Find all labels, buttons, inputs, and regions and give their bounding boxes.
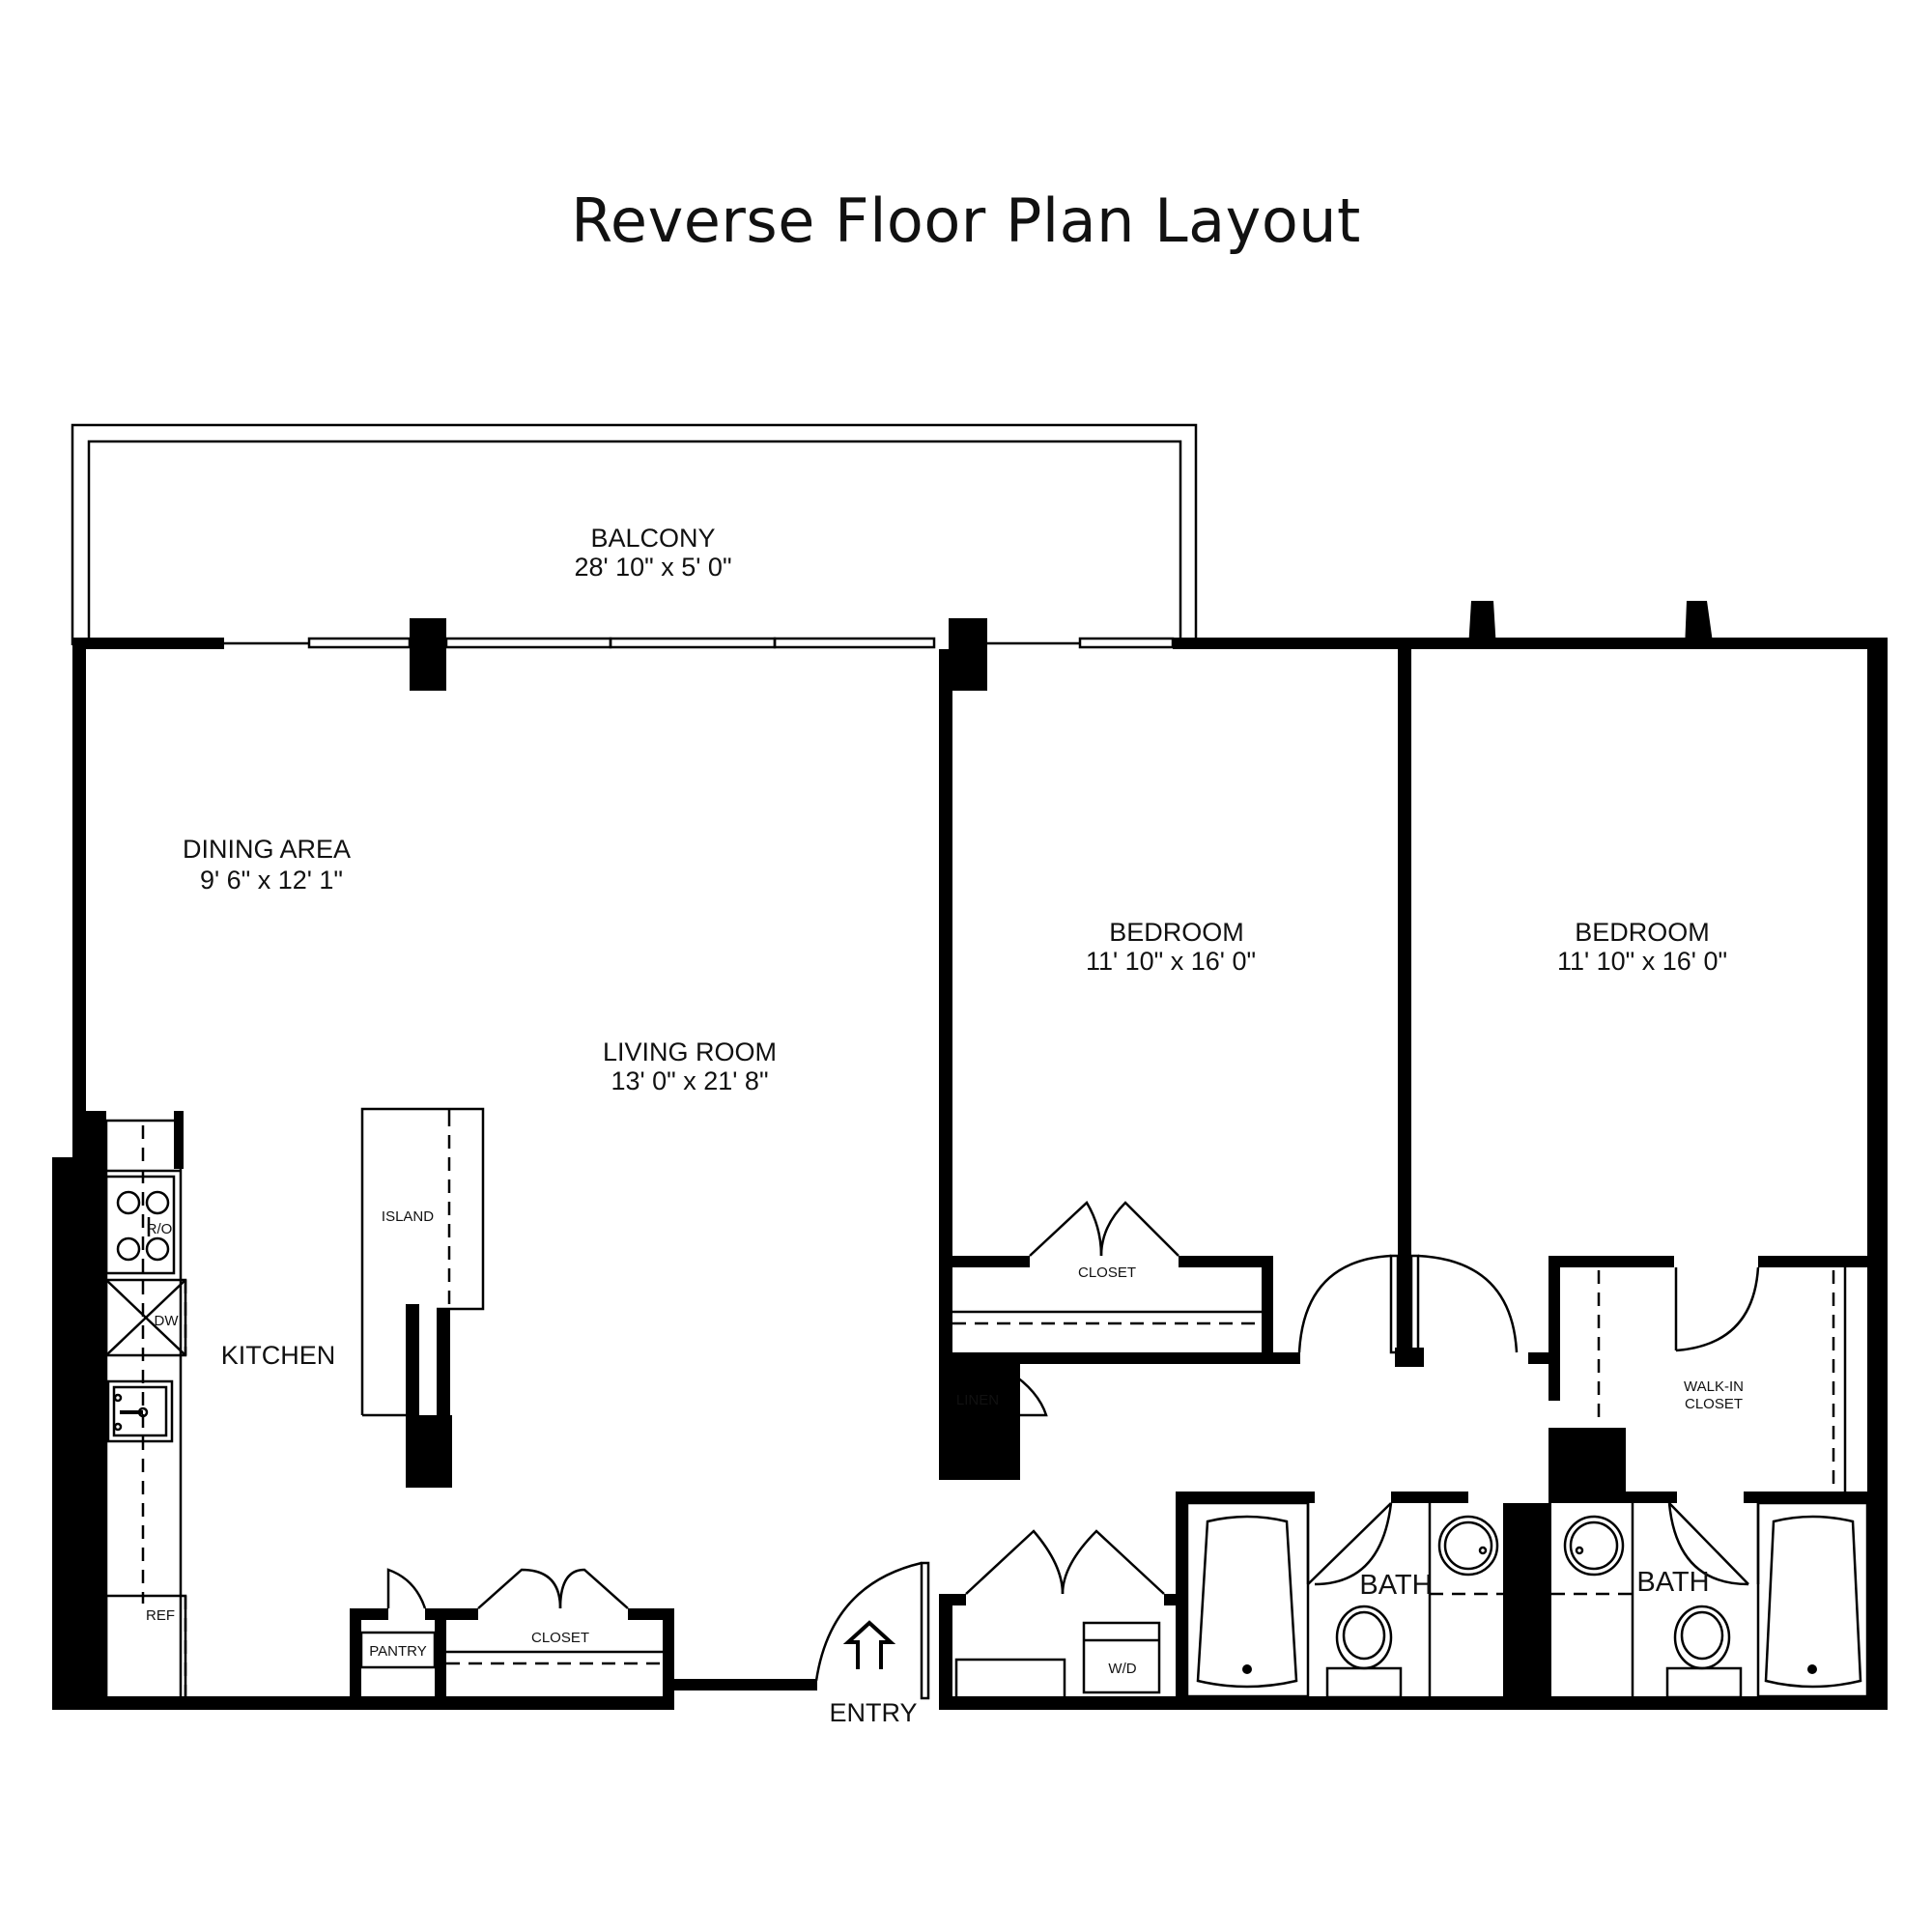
balcony-dims: 28' 10" x 5' 0" — [574, 553, 731, 582]
bedroom2-label: BEDROOM — [1575, 918, 1710, 947]
range-label: R/O — [147, 1221, 173, 1237]
bath2-label: BATH — [1636, 1567, 1709, 1598]
interior-walls — [350, 649, 1869, 1710]
bath1-label: BATH — [1359, 1570, 1432, 1601]
dishwasher-label: DW — [155, 1313, 180, 1329]
exterior-walls — [52, 638, 1888, 1710]
balcony-label: BALCONY — [590, 524, 715, 553]
top-wall — [72, 601, 1888, 691]
bath1-fixtures — [1185, 1501, 1503, 1699]
linen-label: LINEN — [956, 1392, 999, 1408]
walkin-label-line1: WALK-IN — [1684, 1378, 1744, 1395]
bedroom2-dims: 11' 10" x 16' 0" — [1557, 947, 1727, 976]
island-label: ISLAND — [382, 1208, 434, 1225]
walkin-label-line2: CLOSET — [1685, 1396, 1743, 1412]
balcony-outline — [71, 423, 1198, 645]
hall-closet-label: CLOSET — [531, 1630, 589, 1646]
refrigerator-label: REF — [146, 1607, 175, 1624]
living-room-label: LIVING ROOM — [603, 1037, 777, 1066]
dining-label: DINING AREA — [183, 835, 351, 864]
bedroom1-dims: 11' 10" x 16' 0" — [1086, 947, 1256, 976]
pantry-label: PANTRY — [369, 1643, 426, 1660]
walkin-closet — [1597, 1266, 1847, 1492]
bedroom-doors — [1297, 1254, 1519, 1354]
wd-closet — [954, 1529, 1165, 1700]
page-title: Reverse Floor Plan Layout — [571, 185, 1361, 256]
entry-door — [814, 1561, 930, 1700]
linen-closet — [951, 1368, 1048, 1432]
kitchen-label: KITCHEN — [221, 1341, 336, 1370]
bedroom1-label: BEDROOM — [1109, 918, 1244, 947]
dining-dims: 9' 6" x 12' 1" — [200, 866, 343, 895]
washer-dryer-label: W/D — [1108, 1661, 1136, 1677]
kitchen-counters — [104, 1111, 187, 1702]
island — [360, 1107, 485, 1417]
entry-closets — [359, 1568, 663, 1669]
bedroom1-closet-label: CLOSET — [1078, 1264, 1136, 1281]
entry-label: ENTRY — [829, 1698, 917, 1727]
living-room-dims: 13' 0" x 21' 8" — [611, 1066, 768, 1095]
bedroom1-closet — [952, 1201, 1262, 1325]
bath2-fixtures — [1551, 1501, 1869, 1699]
